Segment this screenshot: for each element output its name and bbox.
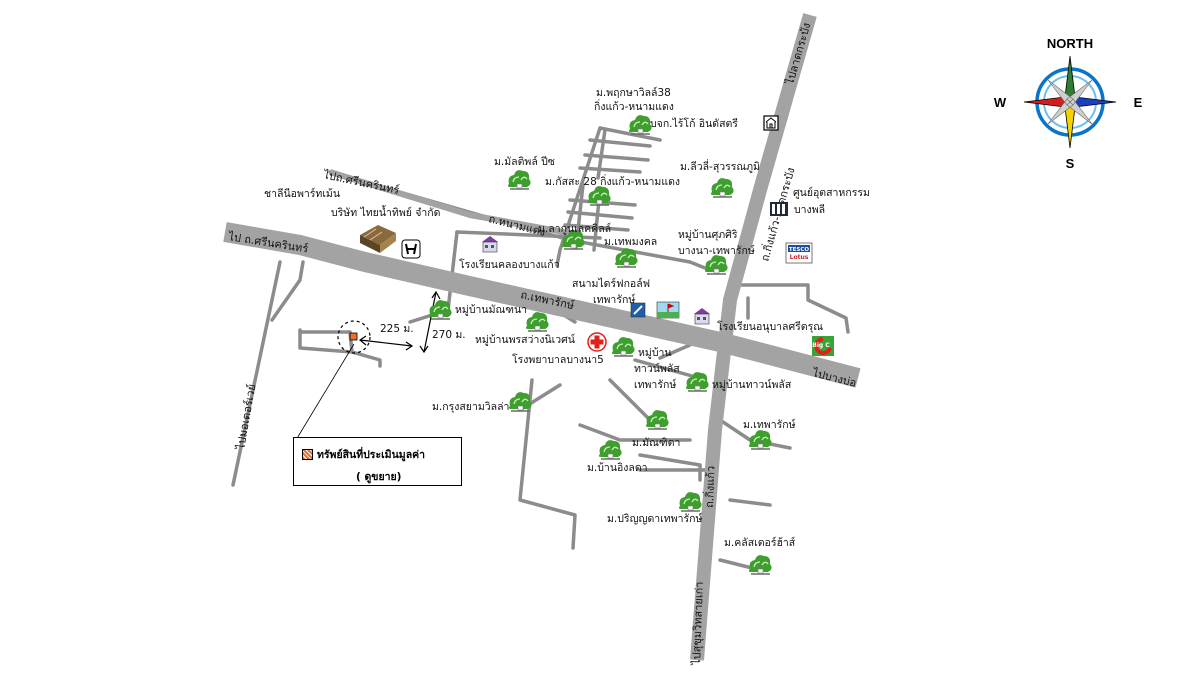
company-icon — [763, 115, 779, 131]
lotus-label: Lotus — [790, 254, 809, 261]
distance-270: 270 ม. — [432, 329, 466, 341]
tree-icon — [525, 311, 550, 332]
tree-icon — [748, 429, 773, 450]
label-town-plus-2: ทาวน์พลัส — [634, 362, 680, 375]
thepharak-road — [717, 332, 861, 388]
legend-row: ทรัพย์สินที่ประเมินมูลค่า — [302, 446, 425, 463]
place-labels: ม.พฤกษาวิลล์38 กิ่งแก้ว-หนามแดง บจก.ไร้โ… — [264, 86, 870, 549]
road-label-to-southroad: ไปสุขุมวิทสายเก่า — [690, 581, 706, 666]
label-kaset28: ม.กัสสะ 28 กิ่งแก้ว-หนามแดง — [545, 174, 680, 188]
legend-leader-line — [295, 343, 355, 441]
industrial-center-icon — [770, 202, 788, 216]
label-town-plus-1: หมู่บ้าน — [638, 347, 672, 359]
tree-icon — [748, 554, 773, 575]
road-label-king-kaew-south: ถ.กิ่งแก้ว — [701, 465, 717, 508]
tree-icon — [598, 439, 623, 460]
tree-icon — [507, 169, 532, 190]
property-focus-circle — [337, 320, 371, 354]
label-bkk-industrial: บจก.ไร้โก้ อินดัสตรี — [650, 117, 738, 130]
distance-arrow-horizontal — [359, 339, 413, 347]
golf-field-icon — [656, 301, 680, 319]
tree-icon — [678, 491, 703, 512]
srinakarin-road — [223, 222, 723, 352]
compass-label-south: S — [1066, 156, 1075, 171]
label-baan-ing: ม.บ้านอิงลดา — [587, 462, 648, 474]
label-thepmongkol: ม.เทพมงคล — [604, 236, 657, 248]
label-srisiri-1: หมู่บ้านศุภศิริ — [678, 229, 738, 241]
tree-icon — [704, 254, 729, 275]
distance-225: 225 ม. — [380, 323, 414, 335]
label-muban-mananchana: หมู่บ้านมัณฑนา — [455, 304, 527, 316]
label-charoen-park: ชาลีนีอพาร์ทเม้น — [264, 187, 340, 200]
label-golf-2: เทพารักษ์ — [593, 293, 635, 306]
golf-icon — [630, 302, 646, 318]
label-prinyada: ม.ปริญญดาเทพารักษ์ — [607, 512, 703, 525]
distance-arrow-vertical — [423, 291, 437, 353]
label-hospital: โรงพยาบาลบางนา5 — [512, 353, 604, 366]
property-swatch-icon — [302, 449, 313, 460]
compass-label-east: E — [1134, 95, 1143, 110]
tesco-lotus-logo: TESCO Lotus — [785, 242, 813, 264]
school-icon — [694, 308, 710, 325]
compass-label-west: W — [994, 95, 1007, 110]
distance-markers — [295, 290, 441, 441]
tree-icon — [587, 185, 612, 206]
tree-icon — [614, 247, 639, 268]
label-srisiri-2: บางนา-เทพารักษ์ — [678, 244, 755, 257]
compass: NORTH S W E — [994, 36, 1143, 171]
label-town-plus2: หมู่บ้านทาวน์พลัส — [712, 378, 792, 391]
legend-title: ทรัพย์สินที่ประเมินมูลค่า — [317, 449, 426, 461]
king-kaew-road — [690, 13, 817, 661]
hospital-icon — [587, 332, 607, 352]
label-manthita: ม.มัณฑิตา — [632, 437, 680, 449]
road-label-to-suvarnabhumi: ไปมอเตอร์เวย์ — [234, 383, 258, 451]
label-school-anuban: โรงเรียนอนุบาลศรีตรุณ — [717, 320, 823, 333]
bigc-logo: Big C — [812, 336, 834, 356]
compass-label-north: NORTH — [1047, 36, 1093, 51]
label-pruksa38-2: กิ่งแก้ว-หนามแดง — [594, 99, 674, 113]
landmark-icons: TESCO Lotus Big C — [360, 115, 834, 356]
bigc-label: Big C — [812, 342, 830, 349]
label-golf-1: สนามไดร์ฟกอล์ฟ — [572, 277, 650, 290]
road-label-to-ladkrabang: ไปลาดกระบัง — [783, 21, 813, 86]
label-town-plus-3: เทพารักษ์ — [634, 378, 676, 391]
property-marker[interactable] — [349, 332, 358, 341]
tree-icon — [710, 177, 735, 198]
label-lilisuvarnabhumi: ม.ลีวลี่-สุวรรณภูมิ — [680, 159, 760, 173]
label-thepharak-village: ม.เทพารักษ์ — [743, 418, 796, 431]
label-cluster-hall: ม.คลัสเตอร์ฮ้าส์ — [724, 536, 796, 549]
legend-subtitle: ( ดูขยาย) — [356, 471, 402, 483]
minor-roads — [231, 126, 850, 572]
tesco-label: TESCO — [789, 247, 810, 253]
school-icon — [482, 236, 498, 253]
label-muban-phonsawang: หมู่บ้านพรสว่างนิเวศน์ — [475, 333, 575, 346]
factory-icon — [360, 225, 396, 253]
label-pruksa38-1: ม.พฤกษาวิลล์38 — [596, 86, 671, 99]
tree-icon — [628, 114, 653, 135]
label-lakeville: ม.ลากูนเลคคิลล์ — [538, 222, 611, 235]
label-mallpark: ม.มัลติพล์ ปีซ — [494, 155, 555, 168]
tree-icon — [645, 409, 670, 430]
major-roads — [223, 13, 861, 661]
namdaeng-road — [329, 169, 581, 238]
tree-icon — [428, 299, 453, 320]
label-krung-siam: ม.กรุงสยามวิลล่า — [432, 401, 509, 413]
honda-logo-icon — [401, 239, 421, 259]
legend: ทรัพย์สินที่ประเมินมูลค่า ( ดูขยาย) — [293, 437, 462, 486]
tree-icon — [611, 336, 636, 357]
label-thai-nippon: บริษัท ไทยน้ำทิพย์ จำกัด — [331, 205, 440, 219]
tree-icon — [508, 391, 533, 412]
label-industrial-center-1: ศูนย์อุตสาหกรรม — [793, 186, 870, 199]
label-industrial-center-2: บางพลี — [794, 203, 825, 216]
label-school-klong: โรงเรียนคลองบางแก้ว — [459, 258, 560, 271]
